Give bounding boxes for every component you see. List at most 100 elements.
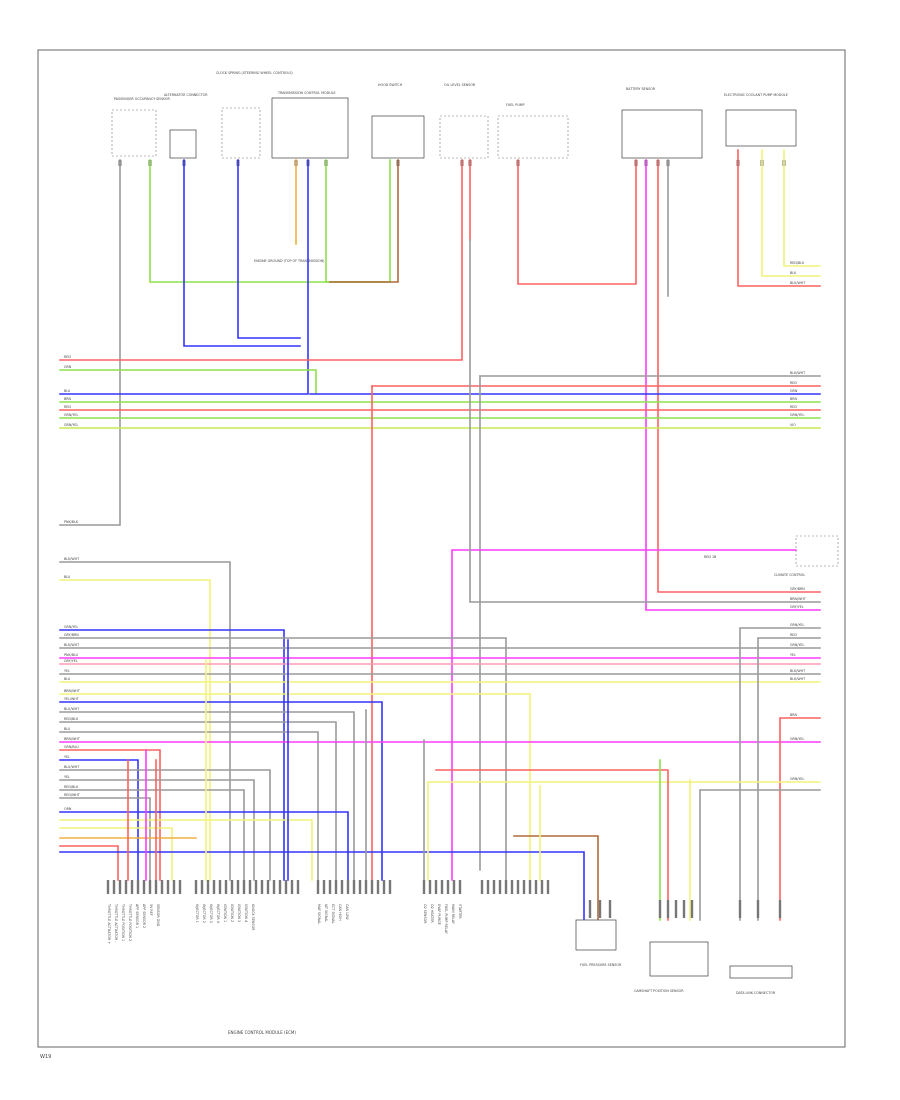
ecm-pin-label: MAIN RELAY <box>451 904 455 925</box>
ecm-pin-label: IGNITION 2 <box>230 904 234 922</box>
ecm-pin <box>340 880 344 894</box>
svg-text:FUEL PUMP: FUEL PUMP <box>506 103 525 107</box>
right-rail-label: BLK/WHT <box>790 669 806 673</box>
battery-sensor: BATTERY SENSOR <box>621 87 703 159</box>
wire-harness <box>59 149 839 921</box>
left-rail-label: RED <box>64 355 71 359</box>
svg-text:OIL LEVEL SENSOR: OIL LEVEL SENSOR <box>444 83 476 87</box>
sensor-pin <box>598 900 602 918</box>
ecm-pin <box>154 880 158 894</box>
electronic-coolant-pump-module: ELECTRONIC COOLANT PUMP MODULE <box>724 93 797 147</box>
ecm-pin <box>148 880 152 894</box>
left-rail-label: GRY/YEL <box>64 659 78 663</box>
ecm-pin <box>160 880 164 894</box>
ecm-pin <box>528 880 532 894</box>
ecm-pin <box>230 880 234 894</box>
right-rail-label: GRY/YEL <box>790 605 804 609</box>
left-rail-label: BLU/WHT <box>64 765 80 769</box>
ecm-pin-label: THROTTLE POSITION 2 <box>128 903 132 941</box>
rail-red-1 <box>59 749 161 881</box>
svg-text:ALTERNATOR CONNECTOR: ALTERNATOR CONNECTOR <box>164 93 208 97</box>
ecm-label: ENGINE CONTROL MODULE (ECM) <box>228 1030 296 1035</box>
sensor-pin <box>666 900 670 918</box>
right-rail-label: BLK <box>790 271 797 275</box>
page-code: W19 <box>40 1054 51 1060</box>
left-rail-label: BRN <box>64 397 72 401</box>
ecm-pin <box>376 880 380 894</box>
sensor-pin <box>608 900 612 918</box>
ecm-pin <box>358 880 362 894</box>
ecm-pin <box>486 880 490 894</box>
ecm-pin-label: FUEL PUMP RELAY <box>444 904 448 935</box>
rail-gray-10 <box>59 789 245 881</box>
ecm-pin <box>322 880 326 894</box>
sensor-pin <box>682 900 686 918</box>
ecm-pin-label: APP SENSOR 1 <box>135 904 139 928</box>
right-rail-label: RED <box>790 381 797 385</box>
wire-coolant-red <box>737 149 821 287</box>
ecm-pin <box>334 880 338 894</box>
rail-gray-8 <box>59 769 271 881</box>
right-rail-label: GRN <box>790 389 798 393</box>
wire-tcm-blue <box>59 159 309 395</box>
left-rail-label: ORN <box>64 807 72 811</box>
left-rail-label: YEL <box>64 755 70 759</box>
ecm-pin <box>510 880 514 894</box>
left-rail-label: GRN <box>64 365 72 369</box>
right-rail-label: VIO <box>790 423 796 427</box>
ecm-pin <box>388 880 392 894</box>
svg-text:BATTERY SENSOR: BATTERY SENSOR <box>626 87 656 91</box>
ecm-pin <box>278 880 282 894</box>
ecm-pin <box>296 880 300 894</box>
ecm-pin <box>452 880 456 894</box>
ecm-pin <box>440 880 444 894</box>
rail-gray-5 <box>59 711 355 881</box>
right-rail-label: BLK/WHT <box>790 677 806 681</box>
ecm-pin <box>516 880 520 894</box>
ecm-pin <box>370 880 374 894</box>
left-rail-label: PNK/BLU <box>64 653 79 657</box>
fuel-pressure-sensor: FUEL PRESSURE SENSOR <box>575 919 622 967</box>
ecm-pin-label: KNOCK SENSOR <box>251 904 255 931</box>
wire-oil-red <box>59 159 463 361</box>
left-rail-label: RED/WHT <box>64 793 81 797</box>
ecm-pin <box>224 880 228 894</box>
top-connector-pins <box>118 160 786 166</box>
rail-blue-3 <box>59 759 139 881</box>
right-rail-label: BLK/WHT <box>790 371 806 375</box>
wire-battery-magenta <box>645 159 821 611</box>
rail-yellow-3 <box>59 693 531 881</box>
ecm-pin-label: THROTTLE ACTUATOR + <box>107 903 111 944</box>
wire-alternator-blue <box>183 159 301 347</box>
svg-text:CLOCK SPRING (STEERING WHEEL C: CLOCK SPRING (STEERING WHEEL CONTROLS) <box>216 71 293 75</box>
wire-coolant-yellow2 <box>783 149 821 267</box>
wire-right-gray-3 <box>699 789 821 921</box>
wire-occupancy-green <box>149 159 391 283</box>
wire-climate-gray <box>469 239 821 603</box>
ecm-pin-label: CAN LOW <box>345 904 349 920</box>
left-rail-label: RED/BLK <box>64 717 79 721</box>
sensor-pin <box>690 900 694 918</box>
left-rail-label: BLU <box>64 389 71 393</box>
ecm-pin <box>446 880 450 894</box>
rail-gray-2 <box>59 637 507 881</box>
ecm-pin-label: ECT SIGNAL <box>331 904 335 924</box>
rail-blue-2 <box>59 701 383 881</box>
ecm-pin-label: 5V REF <box>149 904 153 916</box>
ecm-pin <box>124 880 128 894</box>
ecm-pin <box>272 880 276 894</box>
ecm-pin-label: INJECTOR 4 <box>216 904 220 923</box>
right-rail-label: GRN/YEL <box>790 643 805 647</box>
camshaft-position-sensor: CAMSHAFT POSITION SENSOR <box>634 941 709 993</box>
wire-occupancy-gray <box>59 159 121 526</box>
wire-hood-brown <box>329 159 399 283</box>
sensor-pin <box>674 900 678 918</box>
ecm-pin <box>212 880 216 894</box>
ecm-pin <box>248 880 252 894</box>
left-rail-label: GRN/BLU <box>64 745 79 749</box>
ecm-pin-label: IAT SIGNAL <box>324 904 328 922</box>
bottom-components: THROTTLE ACTUATOR +THROTTLE ACTUATOR -TH… <box>106 880 793 1035</box>
ecm-pin <box>422 880 426 894</box>
right-rail-label: GRN/YEL <box>790 413 805 417</box>
